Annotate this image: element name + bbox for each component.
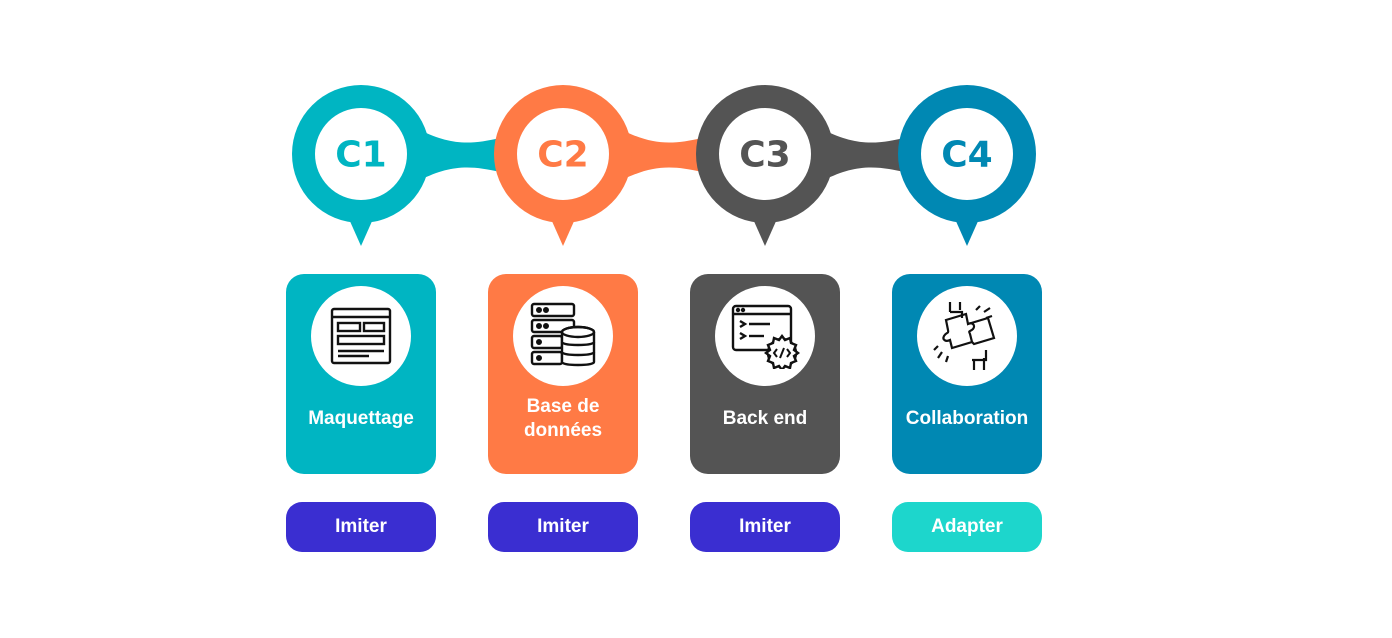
puzzle-hands-icon — [933, 302, 996, 370]
connector-c3-c4 — [824, 130, 904, 180]
wireframe-layout-icon — [330, 307, 392, 365]
icon-circle — [513, 286, 613, 386]
stage-card-c3: Back end — [690, 274, 840, 474]
connector-c1-c2 — [420, 130, 500, 180]
pin-label-c1: C1 — [335, 135, 386, 176]
pin-c2: C2 — [494, 85, 632, 246]
pin-label-c3: C3 — [739, 135, 790, 176]
stage-card-c2: Base de données — [488, 274, 638, 474]
pin-c3: C3 — [696, 85, 834, 246]
icon-circle — [715, 286, 815, 386]
level-badge-c4: Adapter — [892, 502, 1042, 552]
icon-circle — [311, 286, 411, 386]
level-badge-c1: Imiter — [286, 502, 436, 552]
pin-label-c2: C2 — [537, 135, 588, 176]
level-badge-c3: Imiter — [690, 502, 840, 552]
connector-c2-c3 — [622, 130, 702, 180]
stage-title: Back end — [722, 408, 808, 429]
stage-card-c4: Collaboration — [892, 274, 1042, 474]
level-badge-c2: Imiter — [488, 502, 638, 552]
stage-title: Maquettage — [308, 408, 414, 429]
stage-card-c1: Maquettage — [286, 274, 436, 474]
stage-title: Collaboration — [905, 408, 1029, 429]
database-server-icon — [530, 302, 596, 367]
pin-c1: C1 — [292, 85, 430, 246]
timeline-pins: C1 C2 C3 C4 — [292, 85, 1036, 246]
pin-label-c4: C4 — [941, 135, 992, 176]
icon-circle — [917, 286, 1017, 386]
code-gear-icon — [731, 304, 800, 369]
stage-title: Base de données — [523, 396, 603, 441]
pin-c4: C4 — [898, 85, 1036, 246]
